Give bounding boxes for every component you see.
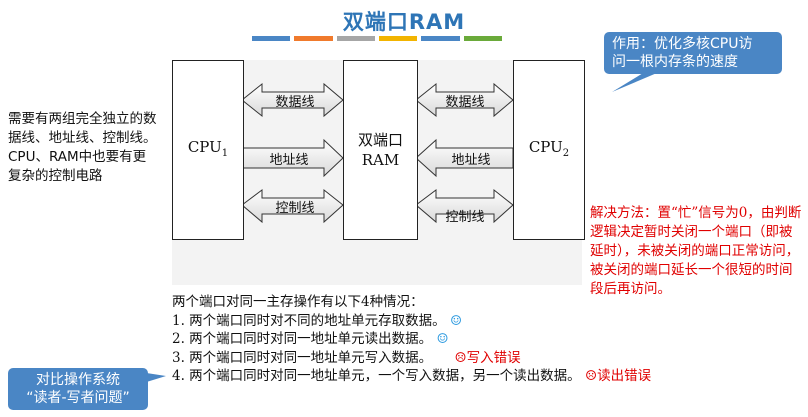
case-text: 3. 两个端口同时对同一地址单元写入数据。: [172, 349, 433, 366]
cases-intro: 两个端口对同一主存操作有以下4种情况：: [172, 294, 424, 310]
case-text: 2. 两个端口同时对同一地址单元读出数据。: [172, 331, 433, 347]
left-control-bus-label: 控制线: [275, 201, 315, 216]
smile-icon: ☺: [449, 312, 463, 329]
cpu2-subscript: 2: [562, 147, 570, 159]
cpu2-label: CPU: [528, 137, 563, 156]
read-error-mark: ☹读出错误: [584, 368, 652, 384]
right-control-bus-label: 控制线: [445, 210, 485, 225]
case-item-2: 2. 两个端口同时对同一地址单元读出数据。 ☺: [172, 330, 651, 349]
purpose-callout: 作用：优化多核CPU访 问一根内存条的速度: [604, 32, 782, 74]
left-address-bus-label: 地址线: [269, 153, 309, 168]
purpose-callout-line1: 作用：优化多核CPU访: [612, 36, 753, 52]
ram-label-line1: 双端口: [357, 131, 403, 149]
title-color-bar: [252, 36, 502, 41]
readers-writers-line2: “读者-写者问题”: [26, 390, 130, 406]
color-segment: [294, 36, 333, 41]
color-segment: [463, 36, 502, 41]
ram-label-line2: RAM: [361, 151, 400, 169]
color-segment: [252, 36, 291, 41]
case-item-4: 4. 两个端口同时对同一地址单元，一个写入数据，另一个读出数据。 ☹读出错误: [172, 367, 651, 386]
left-side-note: 需要有两组完全独立的数据线、地址线、控制线。CPU、RAM中也要有更复杂的控制电…: [8, 111, 157, 184]
color-segment: [378, 36, 418, 41]
case-item-1: 1. 两个端口同时对不同的地址单元存取数据。 ☺: [172, 312, 651, 331]
color-segment: [336, 36, 375, 41]
right-address-bus-arrow: [415, 138, 514, 178]
case-text: 4. 两个端口同时对同一地址单元，一个写入数据，另一个读出数据。: [172, 368, 581, 384]
left-data-bus-label: 数据线: [275, 95, 315, 110]
left-address-bus-arrow: [241, 138, 344, 178]
readers-writers-callout: 对比操作系统 “读者-写者问题”: [8, 368, 148, 410]
case-text: 1. 两个端口同时对不同的地址单元存取数据。: [172, 312, 446, 329]
write-error-mark: ☹写入错误: [454, 349, 521, 366]
right-data-bus-label: 数据线: [445, 95, 485, 110]
cpu1-label: CPU: [187, 137, 222, 156]
solution-note: 解决方法：置“忙”信号为0，由判断逻辑决定暂时关闭一个端口（即被延时），未被关闭…: [590, 205, 802, 297]
cpu1-box: CPU1: [172, 60, 244, 240]
access-cases: 两个端口对同一主存操作有以下4种情况： 1. 两个端口同时对不同的地址单元存取数…: [172, 293, 651, 386]
cpu2-box: CPU2: [513, 60, 585, 240]
page-title: 双端口RAM: [342, 10, 466, 34]
dual-port-ram-box: 双端口 RAM: [343, 60, 418, 240]
purpose-callout-line2: 问一根内存条的速度: [612, 54, 738, 70]
readers-writers-line1: 对比操作系统: [36, 372, 120, 388]
cpu1-subscript: 1: [221, 147, 229, 159]
case-item-3: 3. 两个端口同时对同一地址单元写入数据。 ☹写入错误: [172, 349, 651, 368]
right-address-bus-label: 地址线: [451, 153, 491, 168]
color-segment: [421, 36, 460, 41]
smile-icon: ☺: [436, 331, 449, 347]
top-callout-pointer: [612, 70, 664, 92]
